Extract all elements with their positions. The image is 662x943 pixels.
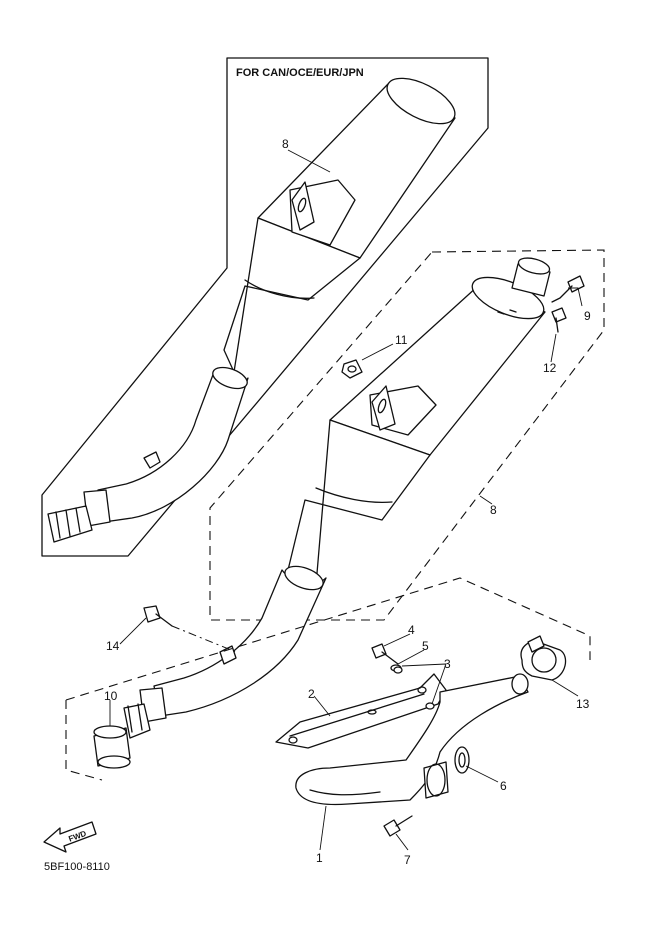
gasket-10 <box>93 725 131 769</box>
part-number-8-lower: 8 <box>490 503 497 517</box>
bolt-7 <box>383 815 413 837</box>
part-labels: 8 9 11 12 8 4 5 3 2 13 14 10 6 1 7 <box>104 137 591 867</box>
part-number-11: 11 <box>395 333 408 347</box>
part-number-10: 10 <box>104 689 118 703</box>
part-number-5: 5 <box>422 639 429 653</box>
part-number-12: 12 <box>543 361 557 375</box>
exhaust-pipe-option-frame <box>65 577 591 781</box>
upper-muffler-assembly <box>47 77 456 543</box>
part-number-3: 3 <box>444 657 451 671</box>
part-number-2: 2 <box>308 687 315 701</box>
bolt-12 <box>551 307 567 333</box>
part-number-4: 4 <box>408 623 415 637</box>
part-number-1: 1 <box>316 851 323 865</box>
exhaust-pipe-1 <box>295 673 529 806</box>
part-number-13: 13 <box>576 697 590 711</box>
muffler-option-frame <box>209 249 605 621</box>
forward-arrow-icon: FWD <box>43 821 97 853</box>
nut-11 <box>341 359 363 379</box>
part-number-14: 14 <box>106 639 120 653</box>
screw-4 <box>371 643 399 665</box>
part-number-8-upper: 8 <box>282 137 289 151</box>
bolt-14 <box>143 605 237 653</box>
diagram-code: 5BF100-8110 <box>44 861 110 873</box>
washer-3 <box>393 666 435 710</box>
protector-2 <box>275 673 447 749</box>
region-label: FOR CAN/OCE/EUR/JPN <box>236 67 364 79</box>
regional-variant-frame <box>41 57 489 557</box>
gasket-6 <box>454 746 470 774</box>
bolt-9 <box>551 275 585 303</box>
part-number-9: 9 <box>584 309 591 323</box>
clamp-13 <box>520 635 567 681</box>
leader-lines <box>109 149 583 851</box>
part-number-7: 7 <box>404 853 411 867</box>
muffler-assembly <box>123 257 551 739</box>
part-number-6: 6 <box>500 779 507 793</box>
